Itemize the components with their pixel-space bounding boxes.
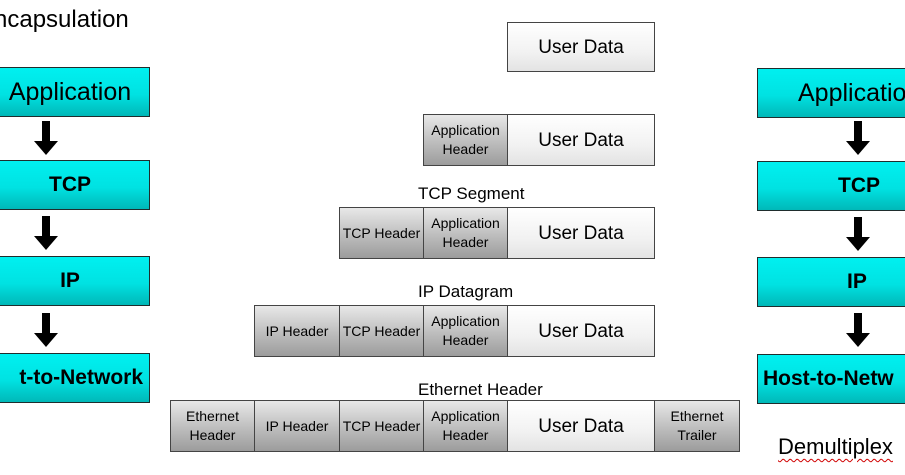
right-arrow-down-icon-3 — [846, 313, 870, 347]
right-layer-tcp: TCP — [757, 161, 905, 211]
row4-tcp-header: TCP Header — [339, 305, 424, 357]
row5-ethernet-trailer: Ethernet Trailer — [654, 400, 740, 452]
row5-tcp-header: TCP Header — [339, 400, 424, 452]
left-arrow-down-icon-3 — [34, 313, 58, 347]
left-layer-ip: IP — [0, 256, 150, 306]
row3-tcp-header: TCP Header — [339, 207, 424, 259]
tcp-segment-caption: TCP Segment — [418, 184, 525, 203]
right-layer-application: Applicatio — [757, 68, 905, 118]
left-layer-host-to-network: t-to-Network — [0, 353, 150, 403]
row4-user-data: User Data — [507, 305, 655, 357]
row5-ip-header: IP Header — [254, 400, 340, 452]
right-arrow-down-icon-1 — [846, 121, 870, 155]
left-arrow-down-icon-1 — [34, 121, 58, 155]
row5-ethernet-header: Ethernet Header — [170, 400, 255, 452]
right-arrow-down-icon-2 — [846, 217, 870, 251]
row5-user-data: User Data — [507, 400, 655, 452]
row3-user-data: User Data — [507, 207, 655, 259]
row2-user-data: User Data — [507, 114, 655, 166]
right-layer-host-to-network: Host-to-Netw — [757, 354, 905, 404]
demultiplex-title: Demultiplex — [778, 434, 893, 459]
right-layer-ip: IP — [757, 257, 905, 307]
left-arrow-down-icon-2 — [34, 216, 58, 250]
row2-application-header: Application Header — [423, 114, 508, 166]
left-layer-tcp: TCP — [0, 160, 150, 210]
row4-ip-header: IP Header — [254, 305, 340, 357]
row5-application-header: Application Header — [423, 400, 508, 452]
encapsulation-title: ncapsulation — [0, 6, 129, 33]
ethernet-header-caption: Ethernet Header — [418, 380, 543, 399]
left-layer-application: Application — [0, 67, 150, 117]
row4-application-header: Application Header — [423, 305, 508, 357]
row1-user-data: User Data — [507, 22, 655, 72]
row3-application-header: Application Header — [423, 207, 508, 259]
ip-datagram-caption: IP Datagram — [418, 282, 514, 301]
